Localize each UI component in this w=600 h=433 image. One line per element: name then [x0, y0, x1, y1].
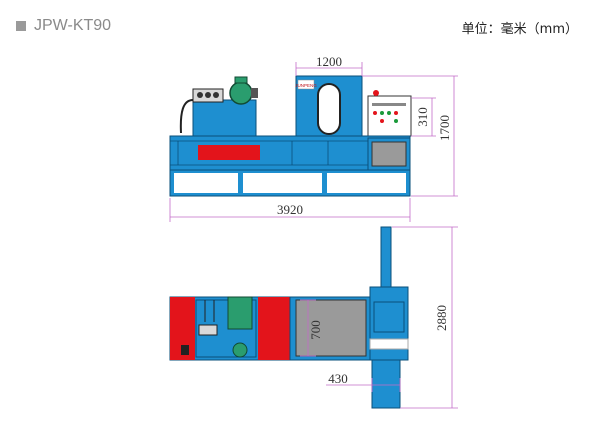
- motor-body: [229, 81, 253, 105]
- top-filter: [181, 345, 189, 355]
- frame-opening: [243, 173, 322, 193]
- front-dimension-lines: [169, 62, 458, 222]
- top-hoses: [204, 300, 215, 322]
- hose: [179, 99, 194, 134]
- control-button: [380, 119, 384, 123]
- motor-coupling: [251, 88, 258, 98]
- brand-logo: JUNPENG: [295, 83, 317, 88]
- valve-knob: [205, 92, 211, 98]
- frame-opening: [327, 173, 406, 193]
- red-panel: [198, 145, 260, 160]
- dim-height-overall: 1700: [437, 115, 452, 141]
- valve-knob: [213, 92, 219, 98]
- frame-opening: [174, 173, 238, 193]
- control-button: [387, 111, 391, 115]
- control-button: [394, 111, 398, 115]
- header-square-icon: [16, 21, 26, 31]
- top-valve-block: [198, 324, 218, 336]
- top-red-right: [258, 297, 290, 360]
- front-view: JUNPENG: [169, 54, 458, 222]
- top-view: 2880 700 430: [169, 226, 458, 409]
- valve-knob: [197, 92, 203, 98]
- motor-cap: [234, 76, 248, 84]
- control-button: [380, 111, 384, 115]
- control-cabinet: [367, 95, 412, 137]
- hopper-window: [317, 83, 341, 135]
- dim-outlet-width: 430: [328, 371, 348, 386]
- hydraulic-tank: [192, 99, 257, 139]
- ram-column: [380, 226, 392, 288]
- discharge-window: [371, 141, 407, 167]
- compression-chamber: [295, 299, 367, 357]
- control-button: [394, 119, 398, 123]
- head-gap: [369, 338, 409, 350]
- dim-length-overall: 3920: [277, 202, 303, 217]
- dim-chamber-width: 700: [308, 320, 323, 340]
- brand-plate: [297, 79, 315, 90]
- top-motor: [227, 296, 253, 330]
- model-name: JPW-KT90: [34, 17, 112, 34]
- top-dimension-lines: [300, 226, 458, 409]
- warning-light: [373, 90, 379, 96]
- dim-width-top: 1200: [316, 54, 342, 69]
- dim-height-box: 310: [415, 107, 430, 127]
- model-header: JPW-KT90: [16, 17, 111, 35]
- unit-label: 单位：毫米（mm）: [461, 22, 578, 37]
- control-strip: [372, 103, 406, 106]
- head-plate: [373, 301, 405, 333]
- dim-length-top: 2880: [434, 305, 449, 331]
- control-button: [373, 111, 377, 115]
- outlet-chute: [371, 359, 401, 409]
- top-pump: [232, 342, 248, 358]
